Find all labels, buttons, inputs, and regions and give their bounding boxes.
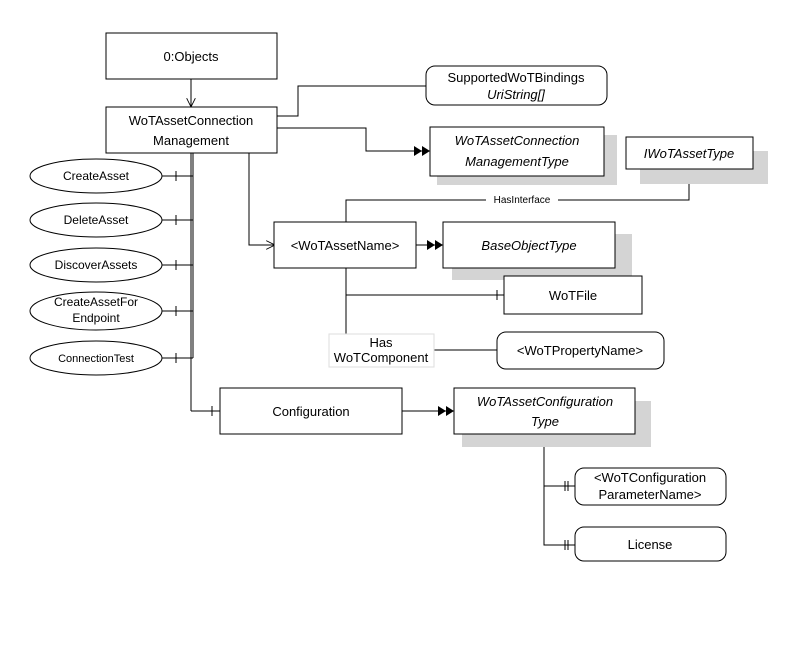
iwot-asset-type-node: IWoTAssetType [625, 136, 768, 184]
management-type-label-line-2: ManagementType [465, 154, 569, 169]
configuration-label: Configuration [272, 404, 349, 419]
discover-assets-label: DiscoverAssets [55, 258, 138, 272]
configuration-type-bus-line [543, 434, 575, 546]
asset-name-label: <WoTAssetName> [291, 238, 400, 253]
objects-node: 0:Objects [105, 32, 278, 80]
connection-test-label: ConnectionTest [58, 353, 134, 365]
supported-bindings-node: SupportedWoTBindings UriString[] [425, 65, 608, 106]
management-type-node: WoTAssetConnection ManagementType [429, 126, 617, 185]
discover-assets-method: DiscoverAssets [29, 247, 163, 283]
base-object-type-node: BaseObjectType [442, 221, 632, 280]
create-asset-method: CreateAsset [29, 158, 163, 194]
configuration-type-label-line-1: WoTAssetConfiguration [477, 394, 613, 409]
wot-file-node: WoTFile [503, 275, 643, 315]
objects-label: 0:Objects [164, 49, 219, 64]
create-asset-for-endpoint-label-line-1: CreateAssetFor [54, 295, 138, 309]
management-node: WoTAssetConnection Management [105, 106, 278, 154]
configuration-type-node: WoTAssetConfiguration Type [453, 387, 651, 447]
create-asset-label: CreateAsset [63, 169, 130, 183]
supported-bindings-label: SupportedWoTBindings [447, 70, 585, 85]
license-node: License [574, 526, 727, 562]
delete-asset-method: DeleteAsset [29, 202, 163, 238]
management-label-line-2: Management [153, 133, 229, 148]
create-asset-for-endpoint-method: CreateAssetFor Endpoint [29, 291, 163, 331]
configuration-parameter-name-label-line-2: ParameterName> [599, 487, 702, 502]
management-label-line-1: WoTAssetConnection [129, 113, 254, 128]
management-type-label-line-1: WoTAssetConnection [455, 133, 580, 148]
base-object-type-label: BaseObjectType [481, 238, 576, 253]
has-interface-label: HasInterface [494, 195, 551, 206]
delete-asset-label: DeleteAsset [64, 213, 129, 227]
references [162, 79, 689, 550]
configuration-node: Configuration [219, 387, 403, 435]
has-wot-component-label-line-2: WoTComponent [334, 350, 429, 365]
asset-name-reference-line [248, 153, 274, 245]
has-wot-component-reference: Has WoTComponent [328, 333, 435, 368]
configuration-parameter-name-node: <WoTConfiguration ParameterName> [574, 467, 727, 506]
connection-test-method: ConnectionTest [29, 340, 163, 376]
wot-file-label: WoTFile [549, 288, 597, 303]
has-wot-component-label-line-1: Has [369, 335, 393, 350]
supported-bindings-datatype: UriString[] [487, 87, 545, 102]
wot-property-name-node: <WoTPropertyName> [496, 331, 665, 370]
property-reference-line [277, 85, 426, 117]
iwot-asset-type-label: IWoTAssetType [644, 146, 735, 161]
wot-property-name-label: <WoTPropertyName> [517, 343, 643, 358]
configuration-parameter-name-label-line-1: <WoTConfiguration [594, 470, 706, 485]
configuration-type-label-line-2: Type [531, 414, 559, 429]
type-definition-line [277, 127, 430, 156]
asset-name-node: <WoTAssetName> [273, 221, 417, 269]
license-label: License [628, 537, 673, 552]
create-asset-for-endpoint-label-line-2: Endpoint [72, 311, 120, 325]
has-interface-reference: HasInterface [486, 193, 558, 206]
